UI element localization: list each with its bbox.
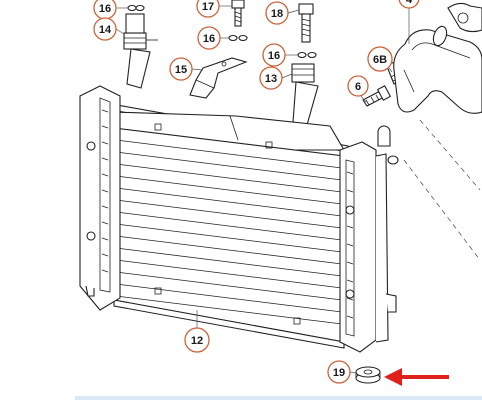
bolt-18 (298, 3, 314, 43)
washer-16-right (297, 51, 317, 59)
callout-label: 16 (203, 33, 215, 45)
callout-12[interactable]: 12 (184, 327, 210, 353)
callout-leaders (115, 5, 410, 374)
callout-label: 15 (175, 64, 187, 76)
radiator-left-tank (79, 85, 121, 311)
rubber-grommet-19 (355, 366, 381, 384)
callout-label: 18 (271, 8, 283, 20)
callout-13[interactable]: 13 (259, 66, 283, 90)
bolt-17 (231, 0, 245, 27)
washer-16-top (127, 4, 145, 12)
callout-14[interactable]: 14 (93, 17, 117, 41)
radiator-core-12 (99, 101, 349, 349)
callout-6b[interactable]: 6B (367, 46, 393, 72)
radiator-fins (115, 139, 343, 325)
bottom-scroll-track (75, 396, 482, 400)
leader-dashes (403, 119, 481, 261)
callout-6[interactable]: 6 (347, 75, 369, 97)
callout-label: 4 (406, 0, 413, 6)
inlet-pipe (377, 125, 399, 165)
callout-16-right[interactable]: 16 (262, 43, 286, 67)
red-arrow-left-icon (384, 368, 449, 386)
rubber-mount-13 (291, 63, 319, 126)
callout-18[interactable]: 18 (265, 1, 289, 25)
radiator-right-tank (339, 141, 397, 353)
radiator-hose-4 (393, 2, 482, 114)
callout-17[interactable]: 17 (196, 0, 220, 18)
callout-label: 6B (373, 54, 387, 66)
callout-label: 14 (99, 24, 112, 36)
callout-label: 16 (99, 3, 111, 15)
bracket-15 (189, 57, 248, 99)
rubber-mount-14 (123, 13, 158, 89)
callout-label: 17 (202, 1, 214, 13)
callout-label: 6 (355, 81, 361, 93)
callout-label: 12 (191, 335, 203, 347)
washer-16-middle (228, 34, 248, 42)
callout-19[interactable]: 19 (327, 360, 351, 384)
callout-label: 19 (333, 367, 345, 379)
bolt-6 (362, 85, 392, 107)
callout-4[interactable]: 4 (398, 0, 420, 9)
callout-16-middle[interactable]: 16 (197, 26, 221, 50)
callout-15[interactable]: 15 (169, 57, 193, 81)
callout-16-top[interactable]: 16 (93, 0, 117, 20)
callout-label: 16 (268, 50, 280, 62)
callout-label: 13 (265, 73, 277, 85)
